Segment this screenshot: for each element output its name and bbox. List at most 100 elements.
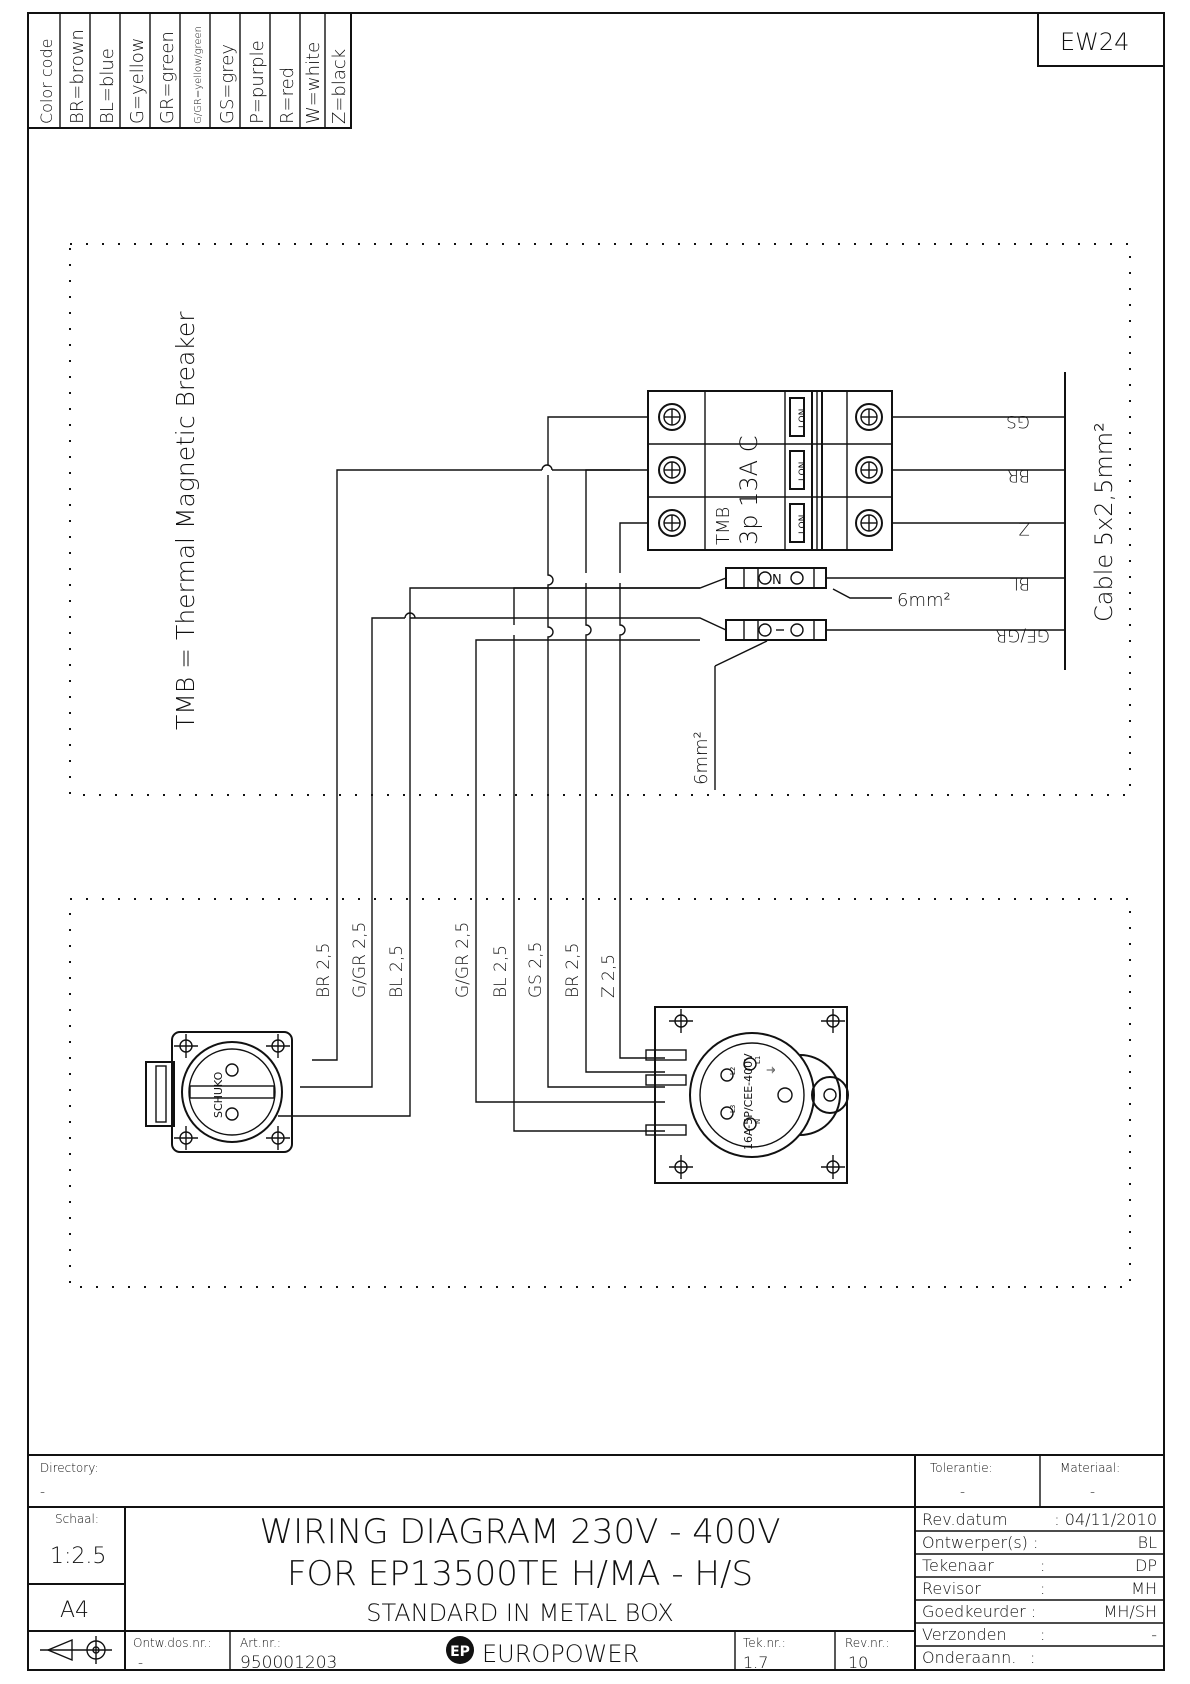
verzonden-label: Verzonden	[922, 1625, 1007, 1644]
mount-hole-icon	[668, 1008, 694, 1034]
rev-value: 10	[848, 1653, 868, 1672]
color-code-item: G/GR=yellow/green	[193, 26, 204, 124]
color-code-item: P=purple	[247, 40, 268, 124]
drawing-title-line2: FOR EP13500TE H/MA - H/S	[287, 1554, 753, 1594]
mount-hole-icon	[265, 1033, 291, 1059]
ontwerper-label: Ontwerper(s) :	[922, 1533, 1038, 1552]
wire-label-bl: BL	[1009, 573, 1030, 593]
mount-hole-icon	[820, 1154, 846, 1180]
europower-logo: EP	[446, 1636, 474, 1664]
tek-value: 1.7	[743, 1653, 768, 1672]
colon: :	[1030, 1648, 1035, 1667]
schuko-socket: SCHUKO	[145, 1031, 293, 1153]
revisor-label: Revisor	[922, 1579, 981, 1598]
color-code-item: BL=blue	[97, 48, 118, 124]
switch-on-label: I ON	[798, 462, 808, 481]
art-value: 950001203	[240, 1653, 337, 1673]
terminal-n-label: N	[772, 573, 782, 588]
mount-hole-icon	[820, 1008, 846, 1034]
revisor-value: MH	[1131, 1579, 1157, 1598]
internal-wiring	[278, 416, 727, 1132]
ontwerper-value: BL	[1138, 1533, 1157, 1552]
cee-wire-label: GS 2,5	[526, 942, 546, 998]
neutral-terminal-block: N	[725, 567, 827, 589]
upper-enclosure-outline	[69, 243, 1131, 796]
breaker-label: TMB	[713, 507, 734, 545]
colon: :	[1040, 1556, 1045, 1575]
earth-terminal-block	[725, 619, 827, 641]
terminal-screw-icon	[855, 403, 883, 431]
mount-hole-icon	[265, 1125, 291, 1151]
mount-hole-icon	[173, 1033, 199, 1059]
schuko-label: SCHUKO	[212, 1071, 225, 1118]
colon: :	[1040, 1579, 1045, 1598]
cross-section-label: 6mm²	[691, 731, 712, 785]
wire-label-br: BR	[1007, 465, 1030, 485]
cee-wire-label: BL 2,5	[491, 945, 511, 998]
cee-wire-label: BR 2,5	[563, 943, 583, 998]
tolerance-value: -	[960, 1484, 965, 1500]
schuko-wire-label: BR 2,5	[314, 943, 334, 998]
tek-label: Tek.nr.:	[743, 1636, 786, 1650]
schuko-wire-label: G/GR 2,5	[350, 922, 370, 998]
rev-label: Rev.nr.:	[845, 1636, 889, 1650]
color-code-item: GR=green	[157, 31, 178, 124]
scale-value: 1:2.5	[50, 1544, 106, 1569]
drawing-title-line3: STANDARD IN METAL BOX	[366, 1599, 674, 1627]
cee-pin-label: N	[754, 1119, 762, 1124]
lower-enclosure-outline	[69, 898, 1131, 1288]
terminal-screw-icon	[658, 403, 686, 431]
sheet-code: EW24	[1060, 28, 1129, 56]
switch-lever-icon	[789, 503, 805, 543]
rev-datum-label: Rev.datum	[922, 1510, 1008, 1529]
sheet-code-box: EW24	[1037, 13, 1164, 67]
switch-lever-icon	[789, 397, 805, 437]
ontw-dos-value: -	[138, 1655, 143, 1671]
mount-hole-icon	[173, 1125, 199, 1151]
cable-label: Cable 5x2,5mm²	[1090, 422, 1118, 622]
tmb-legend: TMB = Thermal Magnetic Breaker	[171, 311, 200, 730]
color-code-title: Color code	[37, 39, 56, 124]
switch-on-label: I ON	[798, 409, 808, 428]
color-code-item: R=red	[277, 67, 298, 124]
cee-socket-label: 16A-5P/CEE-400V	[742, 1053, 755, 1150]
color-code-item: Z=black	[329, 49, 350, 124]
sheet-border	[27, 12, 1165, 1671]
onderaann-label: Onderaann.	[922, 1648, 1016, 1667]
ontw-dos-label: Ontw.dos.nr.:	[133, 1636, 212, 1650]
switch-on-label: I ON	[798, 515, 808, 534]
scale-label: Schaal:	[55, 1512, 99, 1526]
title-block: Directory: - Tolerantie: - Materiaal: - …	[28, 1454, 1164, 1673]
terminal-screw-icon	[855, 509, 883, 537]
color-code-item: BR=brown	[67, 29, 88, 124]
schuko-wire-label: BL 2,5	[387, 945, 407, 998]
wire-label-z: Z	[1018, 518, 1030, 538]
art-label: Art.nr.:	[240, 1636, 281, 1650]
projection-symbol-icon	[40, 1636, 112, 1664]
cee-wire-label: Z 2,5	[599, 954, 619, 998]
earth-icon: ⏚	[766, 1065, 778, 1075]
tekenaar-value: DP	[1135, 1556, 1157, 1575]
cee-pin-label: L1	[754, 1056, 762, 1064]
color-code-item: W=white	[303, 42, 324, 124]
material-value: -	[1090, 1484, 1095, 1500]
colon: :	[1040, 1625, 1045, 1644]
directory-label: Directory:	[40, 1461, 98, 1475]
mount-hole-icon	[668, 1154, 694, 1180]
terminal-screw-icon	[658, 456, 686, 484]
directory-value: -	[40, 1484, 45, 1500]
terminal-screw-icon	[855, 456, 883, 484]
cee-socket: L2 L1 L3 N ⏚ 16A-5P/CEE-400V	[645, 1006, 849, 1184]
drawing-title-line1: WIRING DIAGRAM 230V - 400V	[260, 1512, 781, 1552]
cee-pin-label: L3	[729, 1105, 737, 1113]
cee-pin-label: L2	[729, 1067, 737, 1075]
color-code-item: GS=grey	[217, 44, 238, 124]
cross-section-label: 6mm²	[897, 590, 951, 611]
svg-text:EP: EP	[450, 1644, 470, 1660]
brand-name: EUROPOWER	[482, 1640, 639, 1668]
tolerance-label: Tolerantie:	[930, 1461, 993, 1475]
goedkeurder-label: Goedkeurder :	[922, 1602, 1036, 1621]
breaker-rating: 3p 13A C	[735, 436, 763, 545]
wire-label-gs: GS	[1006, 411, 1030, 431]
